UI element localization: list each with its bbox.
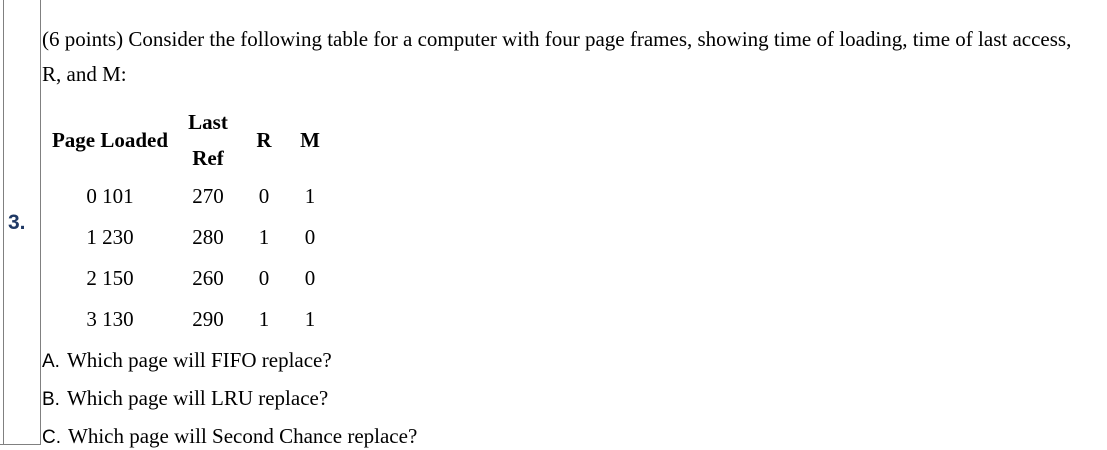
question-number: 3. bbox=[8, 211, 26, 234]
col-header-r: R bbox=[256, 128, 272, 152]
col-header-page-loaded: Page Loaded bbox=[51, 128, 169, 152]
col-header-last-ref-line1: Last bbox=[188, 110, 228, 134]
subquestion-a: A. Which page will FIFO replace? bbox=[42, 342, 1102, 380]
table-row: 0 101 270 0 1 bbox=[44, 176, 332, 217]
number-cell-divider-border bbox=[40, 0, 41, 445]
subquestion-b-text: Which page will LRU replace? bbox=[66, 386, 329, 410]
table-row: 3 130 290 1 1 bbox=[44, 299, 332, 340]
cell-page-loaded: 2 150 bbox=[86, 266, 134, 290]
subquestion-a-marker: A. bbox=[42, 351, 60, 372]
cell-r: 1 bbox=[258, 307, 270, 331]
cell-m: 1 bbox=[304, 184, 316, 208]
cell-r: 0 bbox=[258, 184, 270, 208]
cell-last-ref: 260 bbox=[192, 266, 224, 290]
cell-page-loaded: 1 230 bbox=[86, 225, 134, 249]
question-content-cell: (6 points) Consider the following table … bbox=[42, 0, 1102, 450]
subquestion-b: B. Which page will LRU replace? bbox=[42, 380, 1102, 418]
outer-table-left-border bbox=[3, 0, 4, 445]
cell-m: 1 bbox=[304, 307, 316, 331]
cell-m: 0 bbox=[304, 266, 316, 290]
number-cell-bottom-border bbox=[0, 444, 41, 445]
cell-last-ref: 270 bbox=[192, 184, 224, 208]
col-header-m: M bbox=[300, 128, 320, 152]
question-prompt: (6 points) Consider the following table … bbox=[42, 27, 1072, 86]
subquestion-c-text: Which page will Second Chance replace? bbox=[68, 424, 418, 448]
cell-page-loaded: 0 101 bbox=[86, 184, 134, 208]
table-row: 1 230 280 1 0 bbox=[44, 217, 332, 258]
subquestion-list: A. Which page will FIFO replace? B. Which … bbox=[42, 342, 1102, 450]
cell-r: 0 bbox=[258, 266, 270, 290]
table-row: 2 150 260 0 0 bbox=[44, 258, 332, 299]
cell-last-ref: 280 bbox=[192, 225, 224, 249]
cell-r: 1 bbox=[258, 225, 270, 249]
cell-m: 0 bbox=[304, 225, 316, 249]
subquestion-c-marker: C. bbox=[42, 427, 61, 448]
subquestion-c: C. Which page will Second Chance replace? bbox=[42, 418, 1102, 450]
cell-page-loaded: 3 130 bbox=[86, 307, 134, 331]
table-body: 0 101 270 0 1 1 230 280 1 0 2 150 260 0 … bbox=[44, 176, 332, 340]
subquestion-a-text: Which page will FIFO replace? bbox=[66, 348, 332, 372]
col-header-last-ref-line2: Ref bbox=[192, 146, 224, 170]
cell-last-ref: 290 bbox=[192, 307, 224, 331]
subquestion-b-marker: B. bbox=[42, 389, 60, 410]
